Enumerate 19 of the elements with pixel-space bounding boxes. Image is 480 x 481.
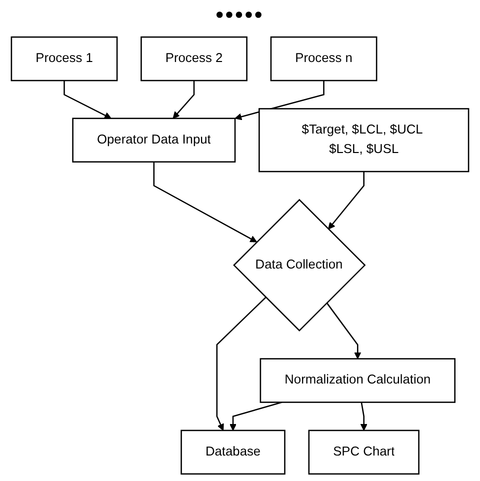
arrow	[360, 402, 368, 431]
node-box: Operator Data Input	[72, 118, 236, 163]
node-box: Process 2	[140, 36, 248, 82]
arrow	[326, 302, 362, 360]
node-box: SPC Chart	[308, 430, 420, 475]
node-box: Process n	[270, 36, 378, 82]
arrow	[234, 80, 324, 120]
arrow	[153, 162, 258, 242]
node-box: Normalization Calculation	[260, 358, 456, 403]
node-box: Database	[180, 430, 286, 475]
arrow	[172, 80, 195, 119]
node-box: Process 1	[10, 36, 118, 82]
arrow	[216, 296, 266, 431]
node-diamond: Data Collection	[233, 198, 366, 332]
arrow	[64, 80, 112, 119]
arrow	[328, 172, 365, 230]
node-box: $Target, $LCL, $UCL $LSL, $USL	[258, 108, 470, 172]
arrow	[229, 402, 282, 431]
ellipsis-label: •••••	[216, 2, 264, 27]
